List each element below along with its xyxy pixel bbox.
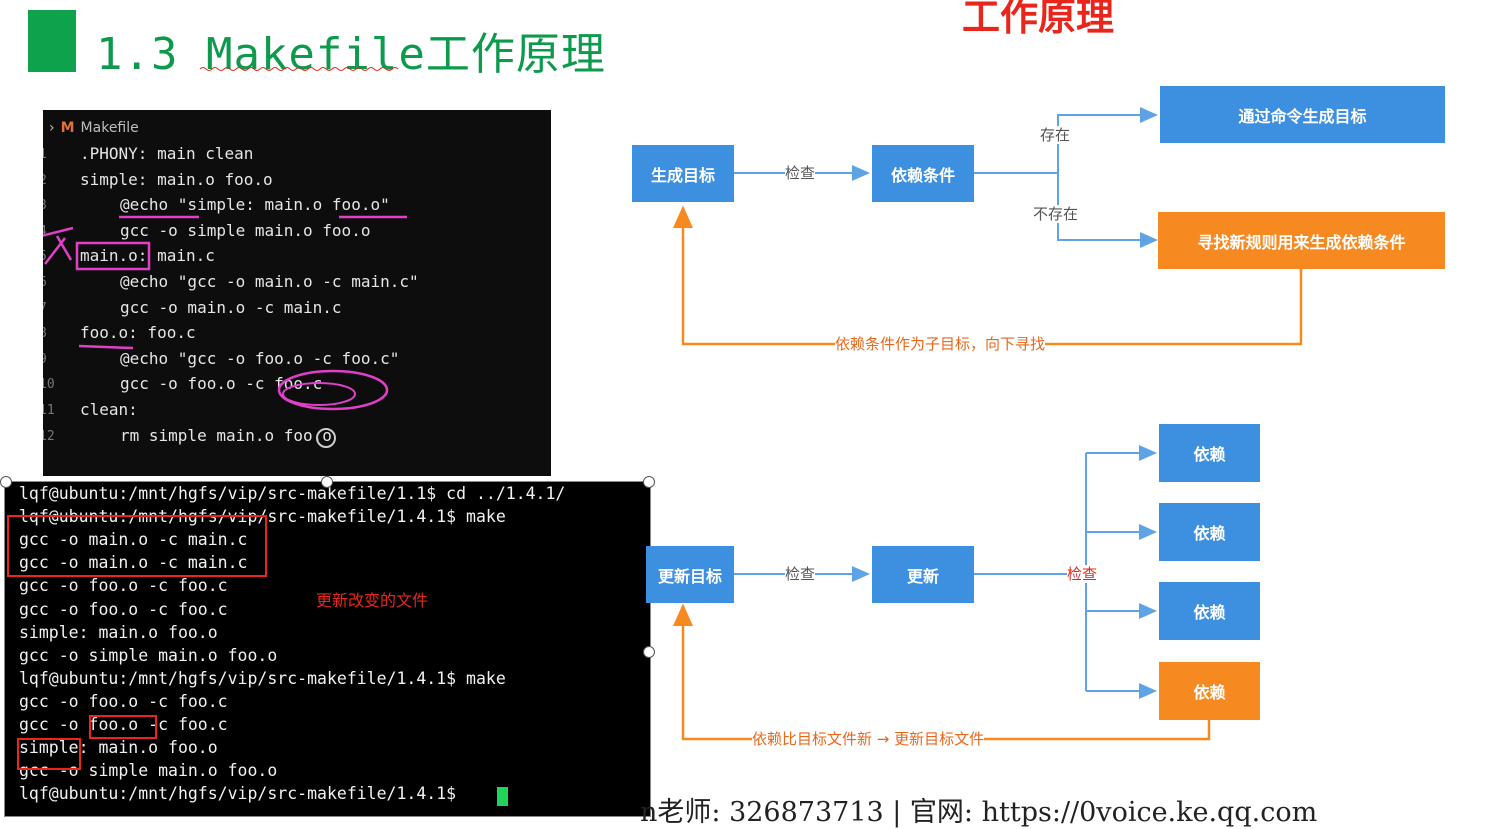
code-text: .PHONY: main clean [80, 144, 254, 163]
code-text: main.o: main.c [80, 246, 215, 266]
edge-label-loop: 依赖比目标文件新 → 更新目标文件 [752, 730, 985, 748]
code-text: @echo "gcc -o foo.o -c foo.c" [120, 348, 400, 368]
code-text: gcc -o main.o -c main.c [120, 297, 342, 317]
terminal-line: gcc -o foo.o -c foo.c [19, 599, 228, 619]
code-text: gcc -o simple main.o foo.o [120, 220, 371, 240]
edge-label-not-exists: 不存在 [1033, 205, 1079, 223]
node-dependency-2: 依赖 [1159, 503, 1260, 561]
page-title: 1.3 Makefile工作原理 [96, 29, 606, 80]
makefile-icon: M [60, 120, 75, 136]
line-number: 8 [43, 326, 49, 341]
edge-label-check: 检查 [785, 565, 816, 583]
terminal-line: lqf@ubuntu:/mnt/hgfs/vip/src-makefile/1.… [19, 784, 467, 804]
edge-label-check-red: 检查 [1067, 565, 1098, 583]
code-text: clean: [80, 400, 138, 419]
editor-tab-label: Makefile [80, 120, 139, 136]
code-editor[interactable]: › M Makefile 1 .PHONY: main clean 2 simple: m… [43, 110, 551, 476]
code-text: @echo "gcc -o main.o -c main.c" [120, 272, 419, 291]
line-number: 9 [43, 352, 49, 367]
edge-label-exists: 存在 [1040, 126, 1071, 144]
code-text: rm simple main.o foo.o [120, 425, 332, 445]
node-dependency: 依赖条件 [872, 145, 974, 202]
highlight-box [17, 738, 81, 770]
terminal-line: simple: main.o foo.o [19, 738, 218, 758]
code-text: gcc -o foo.o -c foo.c [120, 374, 323, 394]
node-find-rule: 寻找新规则用来生成依赖条件 [1158, 212, 1445, 269]
editor-tab[interactable]: › M Makefile [49, 120, 139, 136]
terminal-line: gcc -o foo.o -c foo.c [19, 715, 228, 734]
line-number: 1 [43, 147, 49, 162]
node-update-target: 更新目标 [646, 546, 734, 603]
terminal-cursor [497, 787, 508, 806]
highlight-box [89, 715, 157, 739]
node-dependency-3: 依赖 [1159, 582, 1260, 640]
line-number: 10 [43, 377, 55, 393]
terminal-annotation: 更新改变的文件 [316, 591, 429, 610]
node-dependency-4: 依赖 [1159, 662, 1260, 720]
footer-contact: n老师: 326873713 | 官网: https://0voice.ke.q… [640, 797, 1318, 828]
resize-handle[interactable] [643, 476, 655, 488]
line-number: 4 [43, 224, 49, 239]
edge-label-check: 检查 [785, 164, 816, 182]
code-text: @echo "simple: main.o foo.o" [120, 195, 390, 215]
line-number: 12 [43, 428, 55, 444]
line-number: 3 [43, 198, 49, 213]
terminal-line: gcc -o foo.o -c foo.c [19, 691, 228, 711]
line-number: 5 [43, 249, 49, 264]
terminal-line: simple: main.o foo.o [19, 622, 218, 642]
terminal-window[interactable]: lqf@ubuntu:/mnt/hgfs/vip/src-makefile/1.… [4, 481, 651, 817]
resize-handle[interactable] [643, 646, 655, 658]
terminal-line: gcc -o simple main.o foo.o [19, 761, 278, 781]
line-number: 11 [43, 403, 55, 418]
title-accent-bar [28, 10, 76, 72]
terminal-line: lqf@ubuntu:/mnt/hgfs/vip/src-makefile/1.… [19, 668, 506, 688]
terminal-line: gcc -o main.o -c main.c [19, 530, 248, 550]
line-number: 6 [43, 275, 49, 290]
highlight-box [7, 515, 267, 577]
terminal-line: lqf@ubuntu:/mnt/hgfs/vip/src-makefile/1.… [19, 484, 566, 503]
line-number: 2 [43, 173, 49, 188]
code-text: simple: main.o foo.o [80, 169, 273, 189]
chevron-right-icon: › [49, 120, 55, 136]
terminal-line: gcc -o simple main.o foo.o [19, 645, 278, 665]
terminal-line: gcc -o foo.o -c foo.c [19, 576, 228, 596]
node-generate-target: 生成目标 [632, 145, 734, 202]
terminal-line: gcc -o main.o -c main.c [19, 553, 248, 573]
resize-handle[interactable] [0, 476, 12, 488]
code-text: foo.o: foo.c [80, 323, 196, 343]
section-heading: 工作原理 [962, 0, 1115, 39]
pen-annotations [43, 215, 407, 448]
resize-handle[interactable] [321, 476, 333, 488]
node-update: 更新 [872, 546, 974, 603]
node-build-by-command: 通过命令生成目标 [1160, 86, 1445, 143]
line-number: 7 [43, 301, 49, 316]
edge-label-loop: 依赖条件作为子目标，向下寻找 [835, 335, 1046, 353]
node-dependency-1: 依赖 [1159, 424, 1260, 482]
